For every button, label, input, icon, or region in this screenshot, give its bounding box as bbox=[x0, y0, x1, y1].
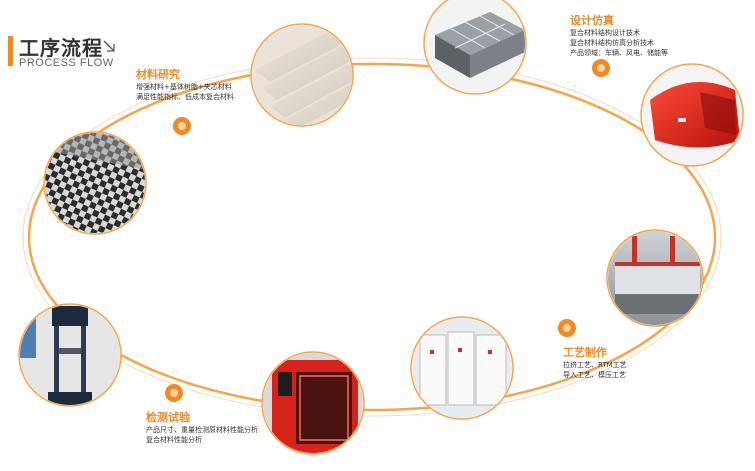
stage-title-process: 工艺制作 bbox=[563, 346, 607, 359]
process-orbit bbox=[27, 62, 717, 412]
stage-desc-process: 拉挤工艺、RTM工艺 导入工艺、模压工艺 bbox=[563, 360, 627, 380]
node-material bbox=[173, 117, 191, 135]
page-header: 工序流程 PROCESS FLOW bbox=[0, 32, 200, 82]
stage-line: 复合材料结构仿真分析技术 bbox=[570, 39, 654, 47]
photo-composite-panels bbox=[250, 23, 354, 127]
stage-title-testing: 检测试验 bbox=[146, 411, 190, 424]
stage-line: 增强材料+基体树脂+夹芯材料 bbox=[136, 83, 232, 91]
stage-title-material: 材料研究 bbox=[136, 68, 180, 81]
page-title: 工序流程 bbox=[19, 36, 103, 60]
process-orbit-outer bbox=[22, 57, 722, 417]
stage-line: 满足性能指标、低成本复合材料 bbox=[136, 93, 234, 101]
stage-line: 拉挤工艺、RTM工艺 bbox=[563, 361, 627, 369]
stage-title-design: 设计仿真 bbox=[570, 14, 614, 27]
title-accent-bar bbox=[8, 36, 13, 66]
page-subtitle: PROCESS FLOW bbox=[19, 57, 114, 69]
stage-desc-material: 增强材料+基体树脂+夹芯材料 满足性能指标、低成本复合材料 bbox=[136, 82, 234, 102]
stage-desc-testing: 产品尺寸、重量检测原材料性能分析 复合材料性能分析 bbox=[146, 425, 258, 445]
photo-woven-fiber bbox=[43, 131, 147, 235]
node-design bbox=[592, 59, 610, 77]
stage-line: 导入工艺、模压工艺 bbox=[563, 371, 626, 379]
node-process bbox=[558, 319, 576, 337]
photo-production-line bbox=[606, 229, 704, 327]
stage-line: 产品尺寸、重量检测原材料性能分析 bbox=[146, 426, 258, 434]
stage-line: 复合材料性能分析 bbox=[146, 436, 202, 444]
photo-test-chamber bbox=[261, 351, 365, 455]
stage-line: 复合材料结构设计技术 bbox=[570, 29, 640, 37]
stage-desc-design: 复合材料结构设计技术 复合材料结构仿真分析技术 产品领域：车辆、风电、储能等 bbox=[570, 28, 668, 58]
photo-battery-module bbox=[423, 0, 527, 95]
stage-line: 产品领域：车辆、风电、储能等 bbox=[570, 49, 668, 57]
photo-red-vehicle-part bbox=[640, 63, 744, 167]
node-testing bbox=[165, 384, 183, 402]
photo-finished-panels bbox=[410, 316, 514, 420]
arrow-down-right-icon bbox=[103, 40, 115, 52]
photo-testing-machine bbox=[18, 303, 122, 407]
